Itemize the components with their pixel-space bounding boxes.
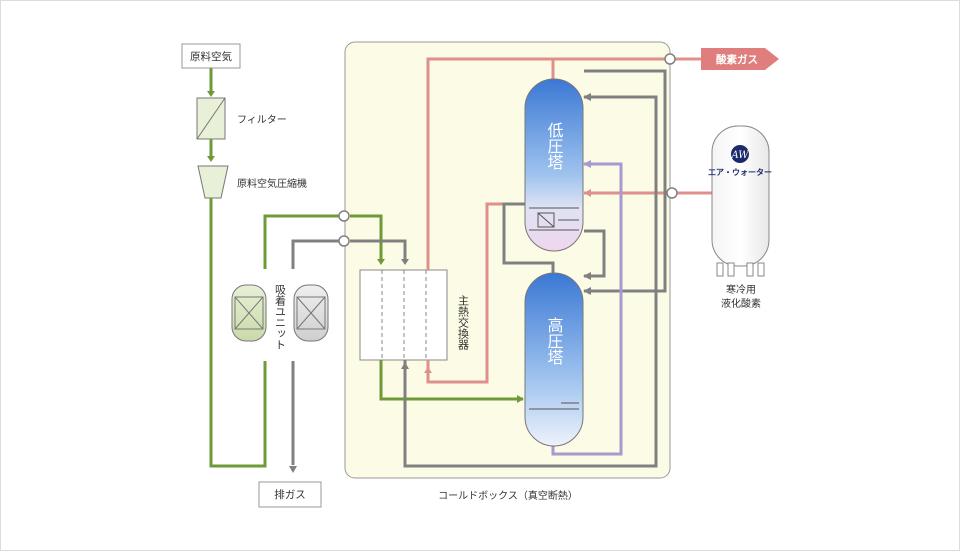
company-logo: AW エア・ウォーター — [708, 145, 772, 177]
junction-node — [338, 210, 350, 222]
arrow-icon — [401, 259, 409, 265]
compressor-label: 原料空気圧縮機 — [237, 177, 307, 190]
low-pressure-column-label: 低圧塔 — [545, 122, 564, 170]
exhaust-gas-box — [258, 481, 322, 508]
gray-line-waste-nitrogen — [403, 95, 658, 468]
gray-line-top — [584, 69, 667, 193]
junction-node — [664, 53, 676, 65]
gray-line-regeneration — [291, 239, 344, 465]
air-line-compressed — [209, 198, 344, 468]
gray-line-reflux — [584, 229, 606, 278]
liquid-oxygen-label-1: 寒冷用 — [726, 283, 756, 296]
arrow-icon — [377, 259, 385, 265]
arrow-icon — [583, 287, 591, 295]
exhaust-gas-label: 排ガス — [274, 488, 306, 501]
oxygen-gas-label: 酸素ガス — [716, 53, 758, 66]
compressor-icon — [197, 165, 229, 199]
junction-node — [666, 187, 678, 199]
arrow-icon — [517, 395, 524, 403]
cold-box-label: コールドボックス（真空断熱） — [438, 489, 578, 502]
raw-air-label: 原料空気 — [190, 50, 232, 63]
arrow-icon — [289, 466, 297, 473]
gray-line-hp-top — [502, 202, 555, 277]
adsorption-unit-label: 吸着ユニット — [274, 284, 287, 350]
red-line-oxygen-out — [426, 57, 555, 270]
arrow-icon — [207, 156, 215, 162]
arrow-icon — [424, 367, 432, 373]
raw-air-box — [181, 43, 241, 69]
adsorber-vessel-1 — [231, 284, 267, 342]
arrow-icon — [584, 189, 591, 197]
condenser-icon — [529, 207, 579, 231]
oxygen-gas-arrow — [701, 48, 779, 70]
cold-box — [344, 41, 671, 479]
arrow-icon — [207, 91, 215, 97]
air-line-to-hp — [379, 360, 523, 401]
junction-node — [338, 235, 350, 247]
filter-label: フィルター — [237, 114, 287, 126]
red-line-return — [426, 202, 525, 384]
arrow-icon — [583, 93, 591, 101]
liquid-oxygen-tank — [711, 125, 770, 277]
tank-logo-text: エア・ウォーター — [708, 167, 772, 177]
arrow-icon — [583, 160, 591, 168]
svg-text:AW: AW — [730, 150, 749, 161]
arrow-icon — [401, 362, 409, 369]
high-pressure-column-label: 高圧塔 — [545, 317, 564, 365]
arrow-icon — [583, 272, 591, 280]
purple-line — [551, 162, 623, 456]
liquid-oxygen-label-2: 液化酸素 — [721, 297, 761, 310]
adsorber-vessel-2 — [293, 284, 329, 342]
main-heat-exchanger-label: 主熱交換器 — [457, 295, 470, 351]
